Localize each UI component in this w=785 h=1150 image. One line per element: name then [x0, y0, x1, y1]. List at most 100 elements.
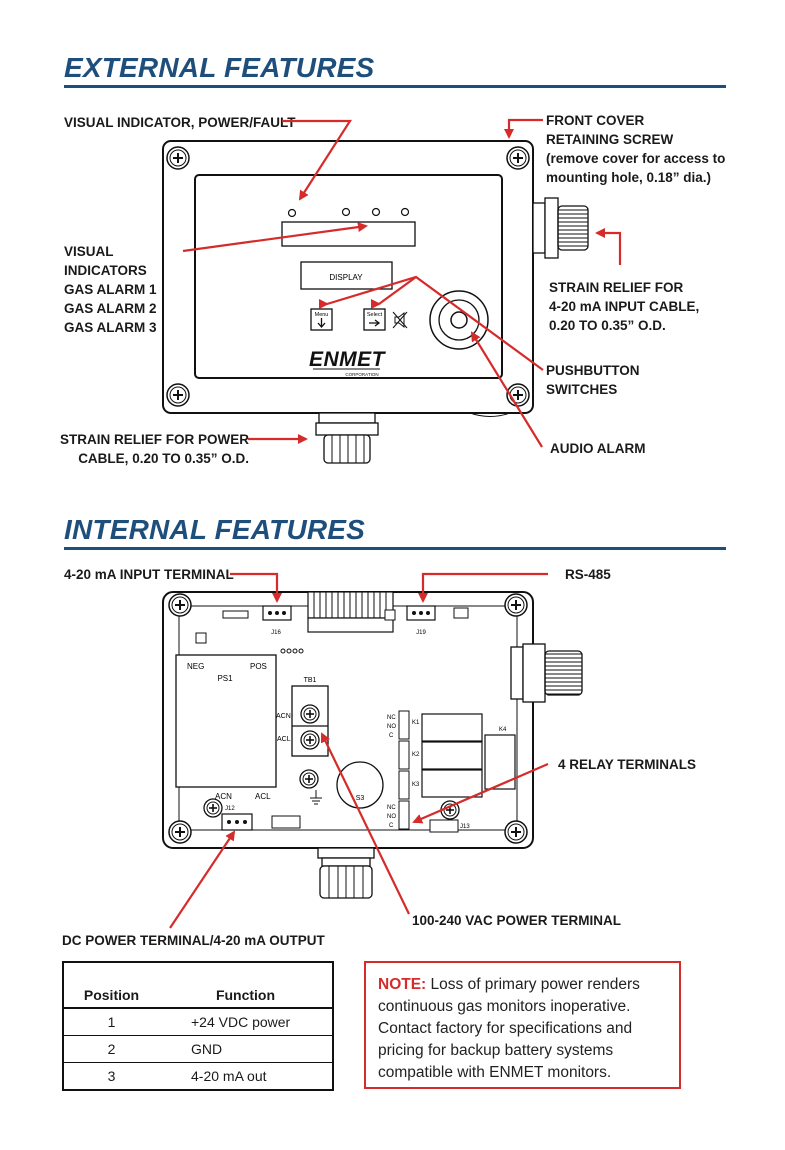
internal-callout-arrows — [169, 572, 549, 929]
svg-text:TB1: TB1 — [304, 677, 317, 684]
label-input-terminal: 4-20 mA INPUT TERMINAL — [64, 567, 234, 582]
strain-power-line-2: CABLE, 0.20 TO 0.35” O.D. — [78, 451, 249, 466]
external-enclosure: DISPLAY Menu Select ENMET CORPORATION — [162, 140, 589, 464]
svg-text:J12: J12 — [225, 806, 235, 812]
note-text: Loss of primary power renders continuous… — [378, 976, 640, 1081]
front-cover-line-2: RETAINING SCREW — [546, 132, 674, 147]
internal-power-gland — [317, 847, 375, 899]
svg-text:NC: NC — [387, 805, 396, 811]
strain-relief-input-gland — [532, 197, 589, 259]
arrow-right-icon — [369, 319, 381, 327]
function-cell: 4-20 mA out — [159, 1062, 333, 1090]
note-box: NOTE: Loss of primary power renders cont… — [364, 961, 681, 1089]
j16-label: J16 — [271, 630, 281, 636]
svg-text:NO: NO — [387, 814, 396, 820]
table-row: 1 +24 VDC power — [63, 1007, 333, 1036]
strain-input-line-2: 4-20 mA INPUT CABLE, — [549, 299, 700, 314]
svg-text:K4: K4 — [499, 727, 507, 733]
table-row: 2 GND — [63, 1035, 333, 1063]
mounting-screw-icon — [168, 593, 192, 617]
select-button[interactable]: Select — [363, 308, 386, 331]
s3-audio-alarm — [336, 761, 384, 809]
svg-text:K3: K3 — [412, 782, 420, 788]
column-header-function: Function — [159, 962, 333, 1009]
mute-icon — [392, 311, 408, 329]
external-features-title: EXTERNAL FEATURES — [64, 52, 375, 83]
label-relay-terminals: 4 RELAY TERMINALS — [558, 757, 697, 772]
external-title-rule — [64, 85, 726, 88]
note-label: NOTE: — [378, 976, 427, 993]
visual-indicators-line-4: GAS ALARM 2 — [64, 301, 157, 316]
internal-enclosure: J16 J19 NEG POS PS1 ACN ACL TB1 ACN ACL … — [162, 591, 583, 899]
j19-label: J19 — [416, 630, 426, 636]
svg-text:J13: J13 — [460, 824, 470, 830]
svg-text:NC: NC — [387, 715, 396, 721]
svg-text:ACN: ACN — [276, 713, 291, 720]
cover-screw-icon — [166, 146, 190, 170]
display-label: DISPLAY — [329, 273, 363, 282]
cover-screw-icon — [166, 383, 190, 407]
function-cell: GND — [159, 1035, 333, 1063]
svg-text:C: C — [389, 823, 394, 829]
alarm-led-icon — [400, 207, 410, 217]
enmet-logo: ENMET CORPORATION — [309, 348, 387, 377]
position-cell: 1 — [63, 1007, 159, 1036]
label-visual-indicator-power: VISUAL INDICATOR, POWER/FAULT — [64, 115, 296, 130]
label-rs485: RS-485 — [565, 567, 611, 582]
visual-indicators-line-1: VISUAL — [64, 244, 114, 259]
mounting-screw-icon — [168, 820, 192, 844]
table-row: 3 4-20 mA out — [63, 1062, 333, 1090]
ps1-power-supply — [175, 654, 277, 788]
svg-text:NEG: NEG — [187, 662, 204, 671]
front-cover-line-1: FRONT COVER — [546, 113, 645, 128]
svg-text:POS: POS — [250, 662, 267, 671]
position-cell: 2 — [63, 1035, 159, 1063]
internal-title-rule — [64, 547, 726, 550]
label-dc-power-terminal: DC POWER TERMINAL/4-20 mA OUTPUT — [62, 933, 325, 948]
svg-text:PS1: PS1 — [217, 674, 233, 683]
function-cell: +24 VDC power — [159, 1007, 333, 1036]
display-window — [300, 261, 393, 290]
label-front-cover: FRONT COVER RETAINING SCREW (remove cove… — [546, 111, 725, 187]
alarm-led-icon — [341, 207, 351, 217]
position-cell: 3 — [63, 1062, 159, 1090]
label-audio-alarm: AUDIO ALARM — [550, 441, 646, 456]
label-strain-relief-power: STRAIN RELIEF FOR POWER CABLE, 0.20 TO 0… — [60, 430, 249, 468]
features-diagram: DISPLAY Menu Select ENMET CORPORATION — [162, 118, 622, 929]
front-cover-line-4: mounting hole, 0.18” dia.) — [546, 170, 712, 185]
svg-text:ENMET: ENMET — [309, 348, 387, 371]
strain-power-line-1: STRAIN RELIEF FOR POWER — [60, 432, 249, 447]
cover-screw-icon — [506, 146, 530, 170]
label-vac-power-terminal: 100-240 VAC POWER TERMINAL — [412, 913, 622, 928]
position-function-table: Position Function 1 +24 VDC power 2 GND … — [62, 961, 334, 1091]
svg-text:CORPORATION: CORPORATION — [345, 372, 378, 377]
label-visual-indicators: VISUAL INDICATORS GAS ALARM 1 GAS ALARM … — [64, 242, 157, 337]
column-header-position: Position — [63, 962, 159, 1009]
mounting-screw-icon — [504, 820, 528, 844]
visual-indicators-line-2: INDICATORS — [64, 263, 147, 278]
svg-text:K2: K2 — [412, 752, 420, 758]
table-header-row: Position Function — [63, 962, 333, 1009]
strain-input-line-3: 0.20 TO 0.35” O.D. — [549, 318, 666, 333]
front-cover-line-3: (remove cover for access to — [546, 151, 726, 166]
visual-indicators-line-5: GAS ALARM 3 — [64, 320, 157, 335]
external-callout-arrows — [182, 118, 622, 448]
svg-text:K1: K1 — [412, 720, 420, 726]
pushbutton-line-2: SWITCHES — [546, 382, 618, 397]
svg-text:NO: NO — [387, 724, 396, 730]
pushbutton-line-1: PUSHBUTTON — [546, 363, 640, 378]
menu-button[interactable]: Menu — [310, 308, 333, 331]
svg-text:S3: S3 — [356, 795, 365, 802]
label-pushbutton-switches: PUSHBUTTON SWITCHES — [546, 361, 640, 399]
strain-relief-power-gland — [315, 412, 379, 464]
alarm-led-icon — [371, 207, 381, 217]
relay-terminal-blocks: NC NO C NC NO C — [387, 710, 410, 830]
svg-text:ACN: ACN — [215, 792, 232, 801]
mounting-screw-icon — [504, 593, 528, 617]
select-button-label: Select — [367, 312, 383, 318]
internal-input-gland — [510, 643, 583, 703]
svg-text:C: C — [389, 733, 394, 739]
menu-button-label: Menu — [315, 312, 329, 318]
label-strain-relief-input: STRAIN RELIEF FOR 4-20 mA INPUT CABLE, 0… — [549, 278, 699, 335]
strain-input-line-1: STRAIN RELIEF FOR — [549, 280, 684, 295]
